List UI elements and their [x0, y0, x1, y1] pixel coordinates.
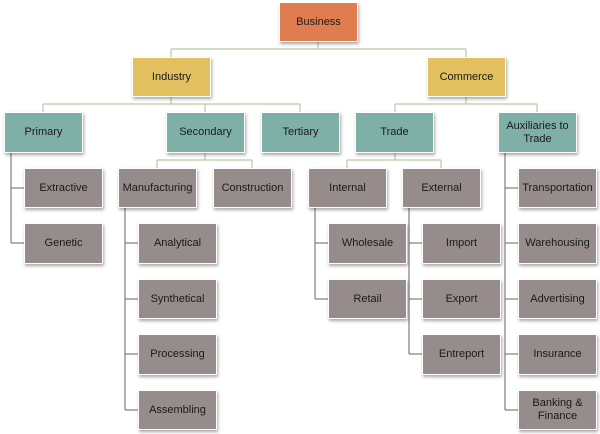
node-banking-finance: Banking & Finance — [518, 390, 597, 430]
node-trade: Trade — [355, 112, 434, 153]
node-warehousing: Warehousing — [518, 223, 597, 264]
connector-business — [170, 41, 467, 58]
node-primary: Primary — [4, 112, 83, 153]
connector-auxiliaries-children — [504, 153, 518, 411]
node-industry: Industry — [132, 57, 211, 97]
connector-commerce — [394, 97, 538, 112]
node-entreport: Entreport — [422, 334, 501, 375]
node-synthetical: Synthetical — [138, 279, 217, 319]
connector-secondary — [156, 153, 253, 168]
node-retail: Retail — [328, 279, 407, 319]
node-advertising: Advertising — [518, 279, 597, 319]
node-tertiary: Tertiary — [261, 112, 340, 153]
node-external: External — [402, 168, 481, 208]
connector-internal-children — [314, 208, 328, 300]
node-secondary: Secondary — [166, 112, 245, 153]
node-auxiliaries-to-trade: Auxiliaries to Trade — [498, 112, 577, 153]
node-import: Import — [422, 223, 501, 264]
node-analytical: Analytical — [138, 223, 217, 264]
node-extractive: Extractive — [24, 168, 103, 208]
connector-trade — [346, 153, 442, 168]
connector-manufacturing-children — [124, 208, 138, 411]
connector-external-children — [408, 208, 422, 355]
node-wholesale: Wholesale — [328, 223, 407, 264]
node-construction: Construction — [213, 168, 292, 208]
node-commerce: Commerce — [427, 57, 506, 97]
node-processing: Processing — [138, 334, 217, 375]
connector-primary-children — [10, 153, 24, 244]
node-export: Export — [422, 279, 501, 319]
node-assembling: Assembling — [138, 390, 217, 430]
node-genetic: Genetic — [24, 223, 103, 264]
connector-industry — [42, 97, 301, 112]
node-transportation: Transportation — [518, 168, 597, 208]
node-business: Business — [279, 2, 358, 42]
node-insurance: Insurance — [518, 334, 597, 375]
node-manufacturing: Manufacturing — [118, 168, 197, 208]
node-internal: Internal — [308, 168, 387, 208]
